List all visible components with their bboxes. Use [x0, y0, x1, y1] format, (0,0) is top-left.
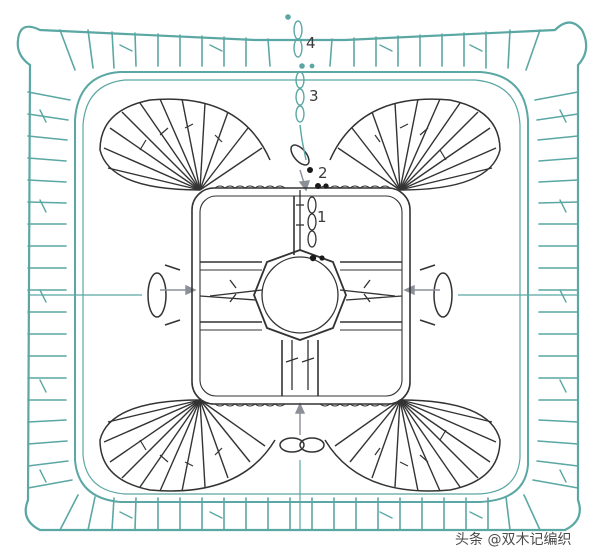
- petal-bottom-left: [99, 399, 276, 492]
- chain-loop-top: [290, 144, 310, 166]
- border-stitches-left: [27, 91, 73, 489]
- arrow-bottom-head: [294, 402, 306, 414]
- start-dot-round-2-c: [323, 183, 329, 189]
- petal-top-right: [329, 98, 501, 191]
- chain-loop-bottom-b: [299, 437, 325, 453]
- round-3-square: [74, 71, 529, 503]
- watermark-text: 头条 @双木记编织: [455, 531, 571, 548]
- border-stitches-right: [532, 91, 579, 489]
- start-dot-round-3-b: [309, 63, 315, 69]
- round-1-square: [191, 185, 411, 407]
- petal-top-left-stitches: [103, 98, 263, 191]
- axis-guides: [28, 294, 578, 530]
- petal-top-right-stitches: [337, 98, 497, 191]
- chain-r3-b: [295, 88, 305, 106]
- round-labels: 1 2 3 4: [306, 34, 328, 226]
- chain-r1-b: [307, 213, 317, 231]
- start-dots: [285, 14, 329, 262]
- chain-r4-b: [293, 38, 303, 58]
- start-dot-round-2: [307, 167, 313, 173]
- start-chain: [285, 14, 329, 262]
- petal-top-left: [99, 98, 271, 191]
- petal-bottom-left-stitches: [103, 399, 266, 492]
- round-2-petals: [99, 98, 501, 492]
- chain-r3-a: [295, 71, 305, 89]
- petal-bottom-right: [324, 399, 501, 492]
- chain-r3-c: [295, 105, 305, 123]
- border-stitches-top: [59, 29, 541, 71]
- round-1-inner: [199, 195, 403, 397]
- chain-r1-c: [307, 230, 317, 248]
- outer-border-path: [16, 21, 588, 532]
- start-dot-round-3: [299, 63, 305, 69]
- round-4-border: [16, 21, 588, 532]
- start-dot-round-4: [285, 14, 291, 20]
- round-label-4: 4: [306, 34, 316, 52]
- petal-stitch-ticks: [139, 123, 447, 467]
- round-3-inner: [82, 79, 521, 495]
- arrow-left-head: [185, 284, 197, 296]
- round-3-path: [74, 71, 529, 503]
- border-stitches-bottom: [59, 494, 541, 531]
- chain-loop-bottom-a: [279, 437, 305, 453]
- border-stitch-ticks: [39, 44, 567, 519]
- center-ring: [253, 249, 347, 341]
- round-label-1: 1: [317, 208, 327, 226]
- round-label-2: 2: [318, 164, 328, 182]
- chain-r1-a: [307, 196, 317, 214]
- chain-r4-a: [293, 20, 303, 40]
- start-dot-round-2-b: [315, 183, 321, 189]
- center-ring-inner: [261, 256, 339, 334]
- petal-bottom-right-stitches: [334, 399, 497, 492]
- center-ring-outer: [253, 249, 347, 341]
- start-dot-round-1-b: [319, 255, 325, 261]
- start-dot-round-1: [309, 254, 317, 262]
- chain-loop-right: [433, 272, 453, 318]
- round-1-outer: [191, 187, 411, 405]
- chain-loop-left: [147, 272, 167, 318]
- round-1-posts: [199, 279, 403, 390]
- round-label-3: 3: [309, 87, 319, 105]
- round-1-chain-texture: [214, 185, 391, 407]
